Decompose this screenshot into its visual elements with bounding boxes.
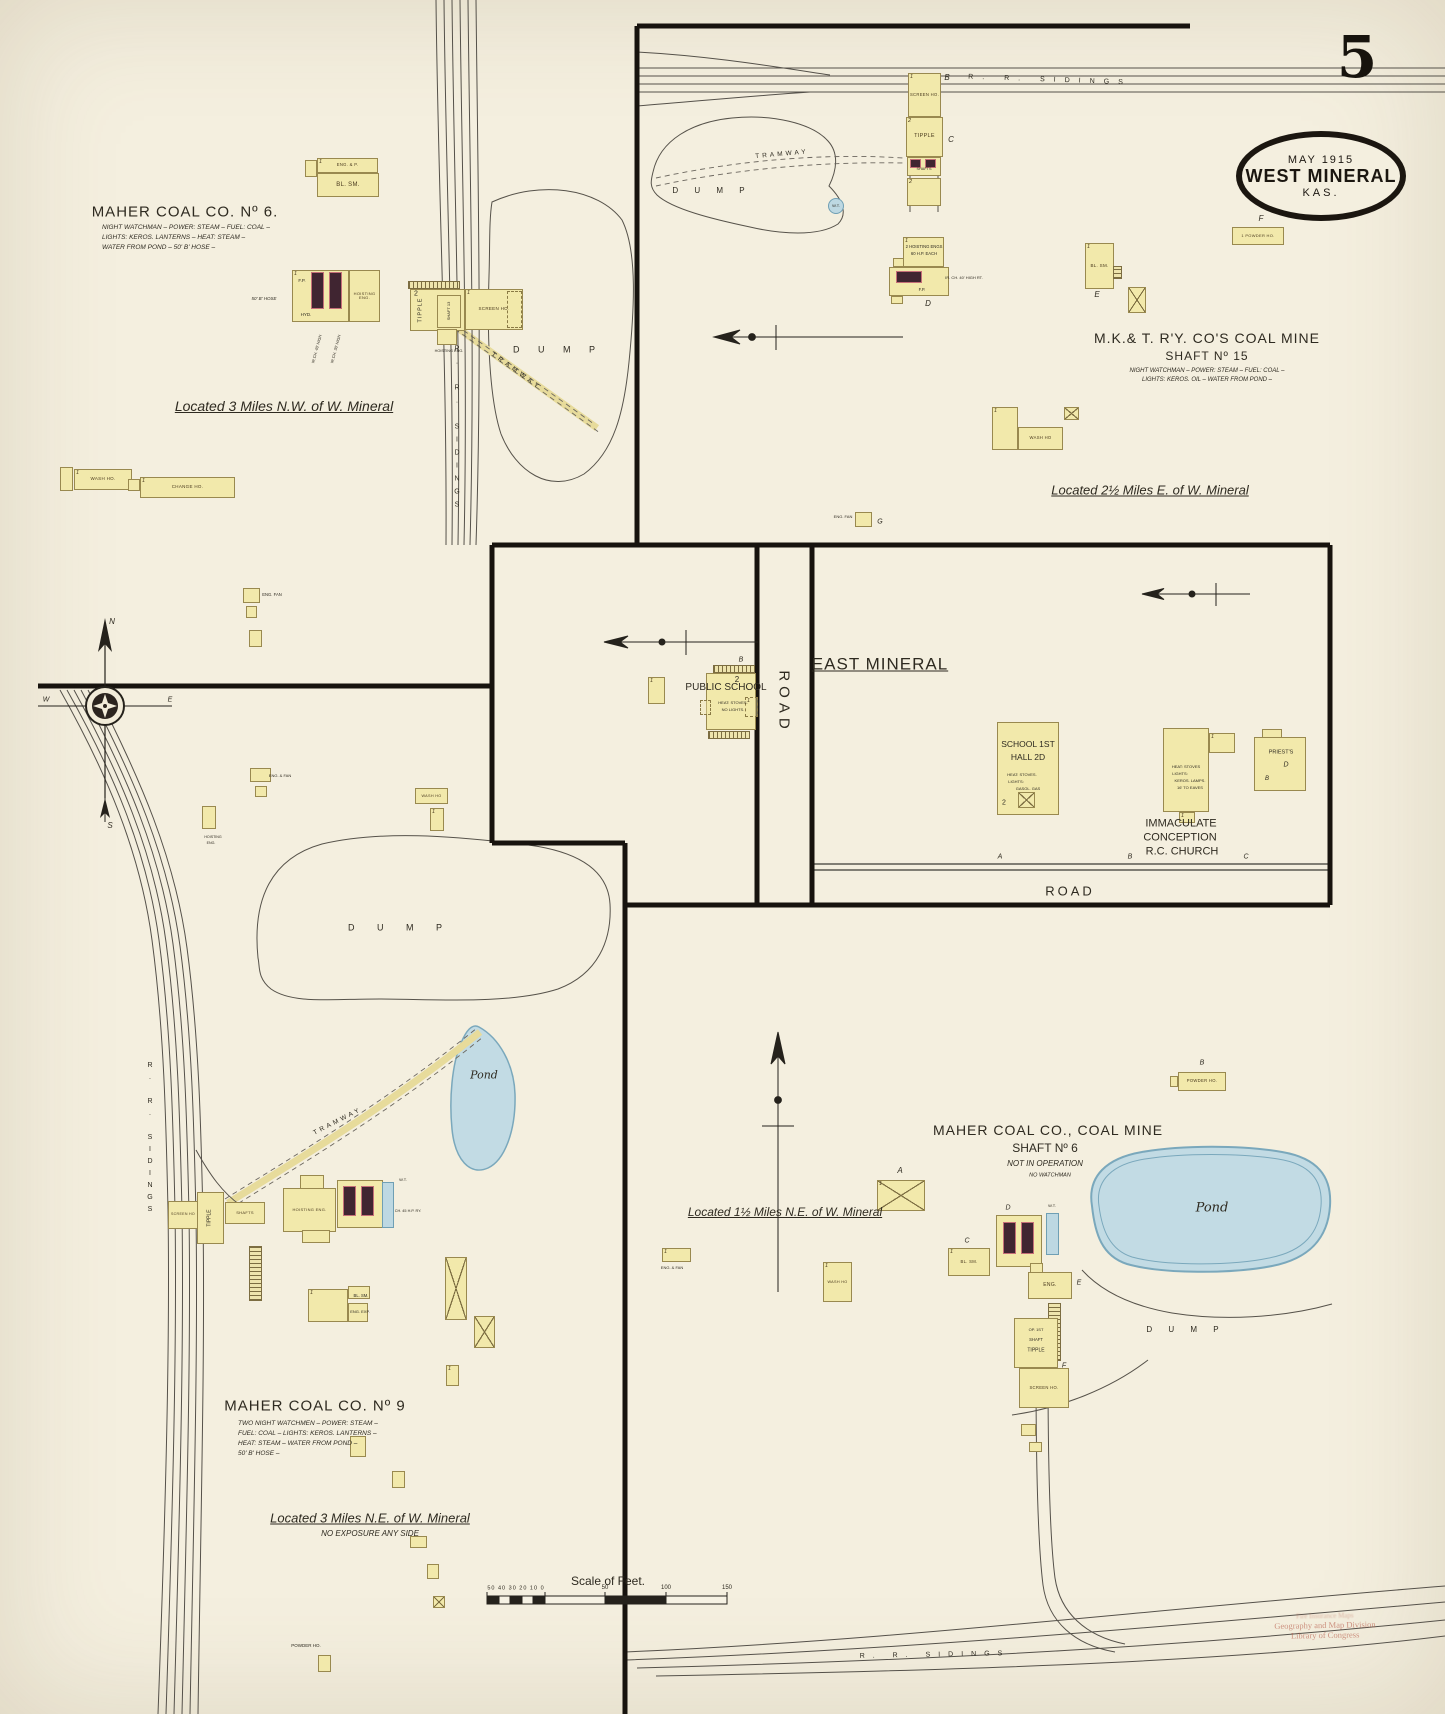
roads [812, 863, 1330, 871]
panel-borders [38, 23, 1333, 1714]
railroads [59, 0, 1445, 1714]
stamp-state: KAS. [1302, 186, 1340, 199]
sheet-number: 5 [1336, 23, 1378, 91]
scale-bar [486, 1592, 728, 1605]
ponds [450, 1025, 1332, 1273]
north-arrows [603, 325, 1250, 1292]
stamp-date: MAY 1915 [1287, 153, 1355, 166]
library-credit-stamp: Fire Insurance Maps Geography and Map Di… [1240, 1611, 1410, 1642]
compass-rose [38, 618, 172, 822]
stamp-city: WEST MINERAL [1245, 165, 1397, 186]
map-title-stamp: MAY 1915 WEST MINERAL KAS. [1236, 131, 1406, 221]
tramways [224, 155, 904, 1209]
